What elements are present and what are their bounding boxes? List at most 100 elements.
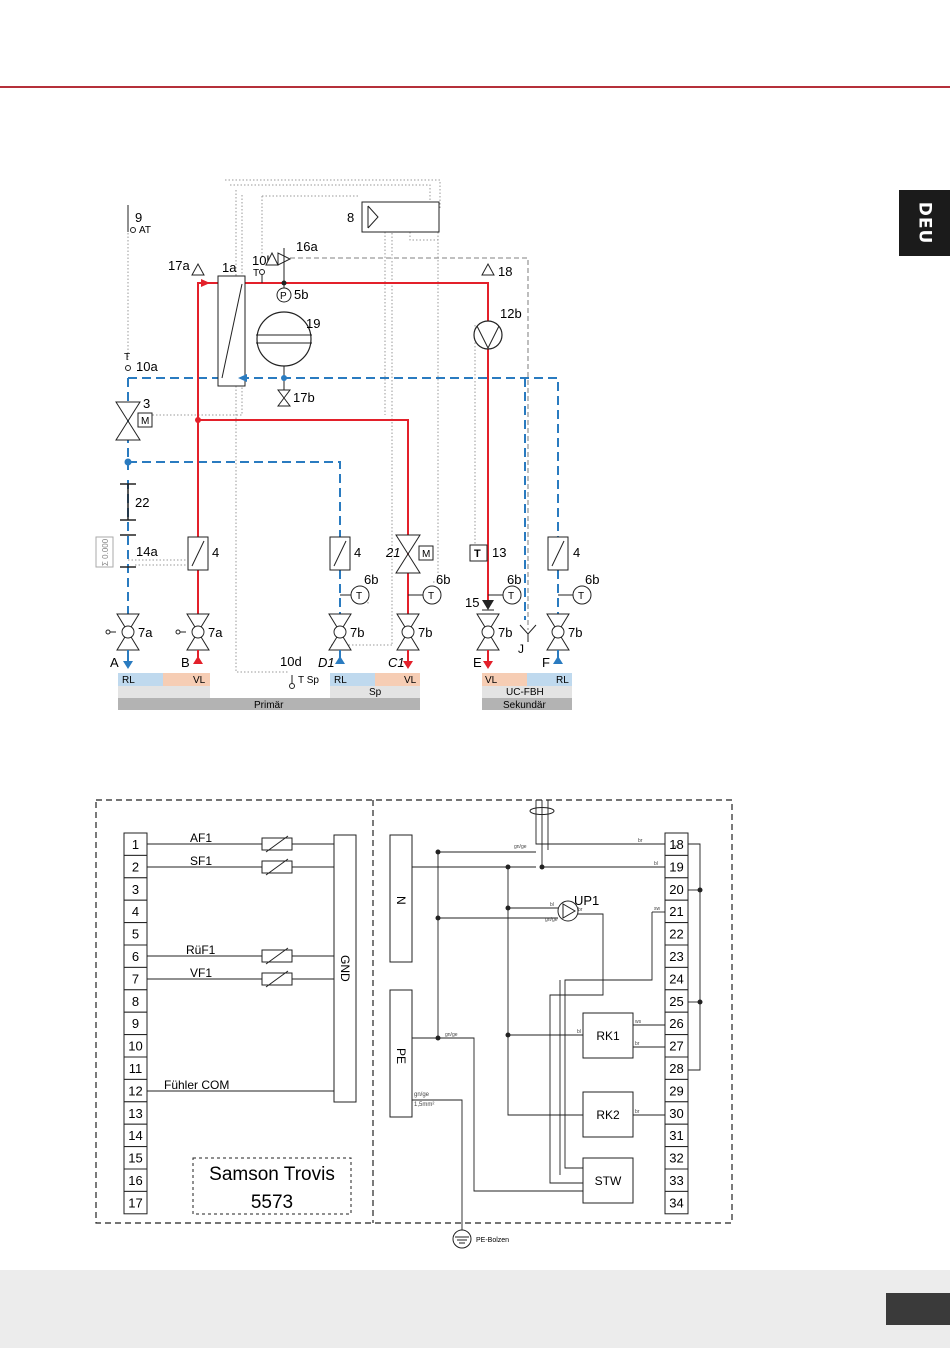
bar-vl-2: VL	[404, 675, 417, 686]
n-bar	[389, 834, 413, 963]
sensor-af1: AF1	[190, 831, 212, 845]
left-terminal-number: 1	[132, 837, 139, 852]
language-tab[interactable]: DEU	[899, 190, 950, 256]
label-12b: 12b	[500, 306, 522, 321]
controller-name-box	[192, 1157, 352, 1215]
label-tsp: T Sp	[298, 675, 319, 686]
pe-bolt-label: PE-Bolzen	[476, 1237, 509, 1244]
right-terminal-number: 33	[669, 1173, 683, 1188]
svg-text:gn/ge: gn/ge	[545, 917, 558, 923]
left-terminal-number: 6	[132, 949, 139, 964]
conn-a: A	[110, 655, 119, 670]
svg-text:bl: bl	[654, 861, 658, 867]
controller-name-line2: 5573	[251, 1192, 293, 1213]
check-valve-icon	[482, 600, 494, 610]
label-19: 19	[306, 316, 320, 331]
label-21-m: M	[422, 549, 430, 560]
left-terminal-number: 9	[132, 1016, 139, 1031]
balancing-valves	[187, 536, 569, 571]
label-5b: 5b	[294, 287, 308, 302]
right-terminal-number: 31	[669, 1128, 683, 1143]
bar-primaer: Primär	[254, 700, 284, 711]
sensor-10a-icon	[125, 365, 131, 371]
wire-junctions	[435, 849, 703, 1041]
therm-t-3: T	[508, 591, 514, 602]
label-17a: 17a	[168, 258, 190, 273]
label-7b-d: 7b	[350, 625, 364, 640]
svg-text:bl: bl	[550, 902, 554, 908]
gnd-label: GND	[338, 955, 352, 982]
rk2-label: RK2	[596, 1108, 620, 1122]
label-10a-t: T	[124, 352, 130, 363]
right-terminal-cell	[664, 1190, 689, 1215]
therm-t-2: T	[428, 591, 434, 602]
right-terminal-number: 29	[669, 1083, 683, 1098]
supply-lines	[197, 282, 489, 655]
n-label: N	[394, 896, 408, 905]
svg-text:bl: bl	[577, 1029, 581, 1035]
label-6b-2: 6b	[436, 572, 450, 587]
bar-vl-1: VL	[193, 675, 206, 686]
label-18: 18	[498, 264, 512, 279]
svg-text:br: br	[578, 907, 583, 913]
label-1a: 1a	[222, 260, 237, 275]
label-10a: 10a	[136, 359, 158, 374]
right-terminal-number: 23	[669, 949, 683, 964]
label-3-m: M	[141, 416, 149, 427]
label-8: 8	[347, 210, 354, 225]
expansion-vessel-icon	[256, 311, 312, 367]
label-meter: Σ 0.000	[101, 538, 110, 566]
right-terminal-number: 32	[669, 1151, 683, 1166]
label-22: 22	[135, 495, 149, 510]
bar-vl-3: VL	[485, 675, 498, 686]
right-terminal-number: 24	[669, 971, 683, 986]
vent-17a-icon	[191, 262, 205, 276]
mixing-valve-icon	[115, 401, 141, 441]
label-6b-4: 6b	[585, 572, 599, 587]
svg-text:gn/ge: gn/ge	[445, 1032, 458, 1038]
label-6b-1: 6b	[364, 572, 378, 587]
therm-t-4: T	[578, 591, 584, 602]
label-6b-3: 6b	[507, 572, 521, 587]
bar-uc-fbh: UC-FBH	[506, 687, 544, 698]
label-15: 15	[465, 595, 479, 610]
label-13-t: T	[474, 548, 481, 560]
left-terminal-number: 7	[132, 971, 139, 986]
sensor-wires	[147, 843, 334, 1092]
left-terminal-number: 3	[132, 882, 139, 897]
left-terminal-number: 17	[128, 1195, 142, 1210]
left-terminal-number: 2	[132, 859, 139, 874]
bar-rl-1: RL	[122, 675, 135, 686]
left-terminal-cell	[123, 1190, 148, 1215]
sensor-sf1: SF1	[190, 854, 212, 868]
label-17b: 17b	[293, 390, 315, 405]
label-7a-a: 7a	[138, 625, 153, 640]
drain-valve-icon	[277, 389, 291, 407]
svg-text:gn/ge: gn/ge	[514, 844, 527, 850]
right-terminal-number: 21	[669, 904, 683, 919]
right-terminal-number: 28	[669, 1061, 683, 1076]
left-terminal-number: 8	[132, 994, 139, 1009]
right-terminal-number: 34	[669, 1195, 683, 1210]
bar-rl-3: RL	[556, 675, 569, 686]
right-terminal-number: 20	[669, 882, 683, 897]
svg-text:sw: sw	[654, 906, 661, 912]
footer-band	[0, 1270, 950, 1348]
rk1-box	[582, 1012, 634, 1059]
connection-bars	[118, 673, 572, 710]
bar-rl-2: RL	[334, 675, 347, 686]
rk1-label: RK1	[596, 1029, 620, 1043]
therm-t-1: T	[356, 591, 362, 602]
bar-sekundaer: Sekundär	[503, 700, 546, 711]
label-7b-c: 7b	[418, 625, 432, 640]
right-terminal-number: 27	[669, 1039, 683, 1054]
header-rule	[0, 86, 950, 88]
label-p: P	[280, 291, 287, 302]
svg-text:sw: sw	[672, 844, 679, 850]
bar-sp: Sp	[369, 687, 382, 698]
right-terminal-number: 18	[669, 837, 683, 852]
label-10b-t: T	[253, 268, 259, 279]
pressure-gauge-icon	[276, 287, 292, 303]
label-j: J	[518, 642, 524, 656]
